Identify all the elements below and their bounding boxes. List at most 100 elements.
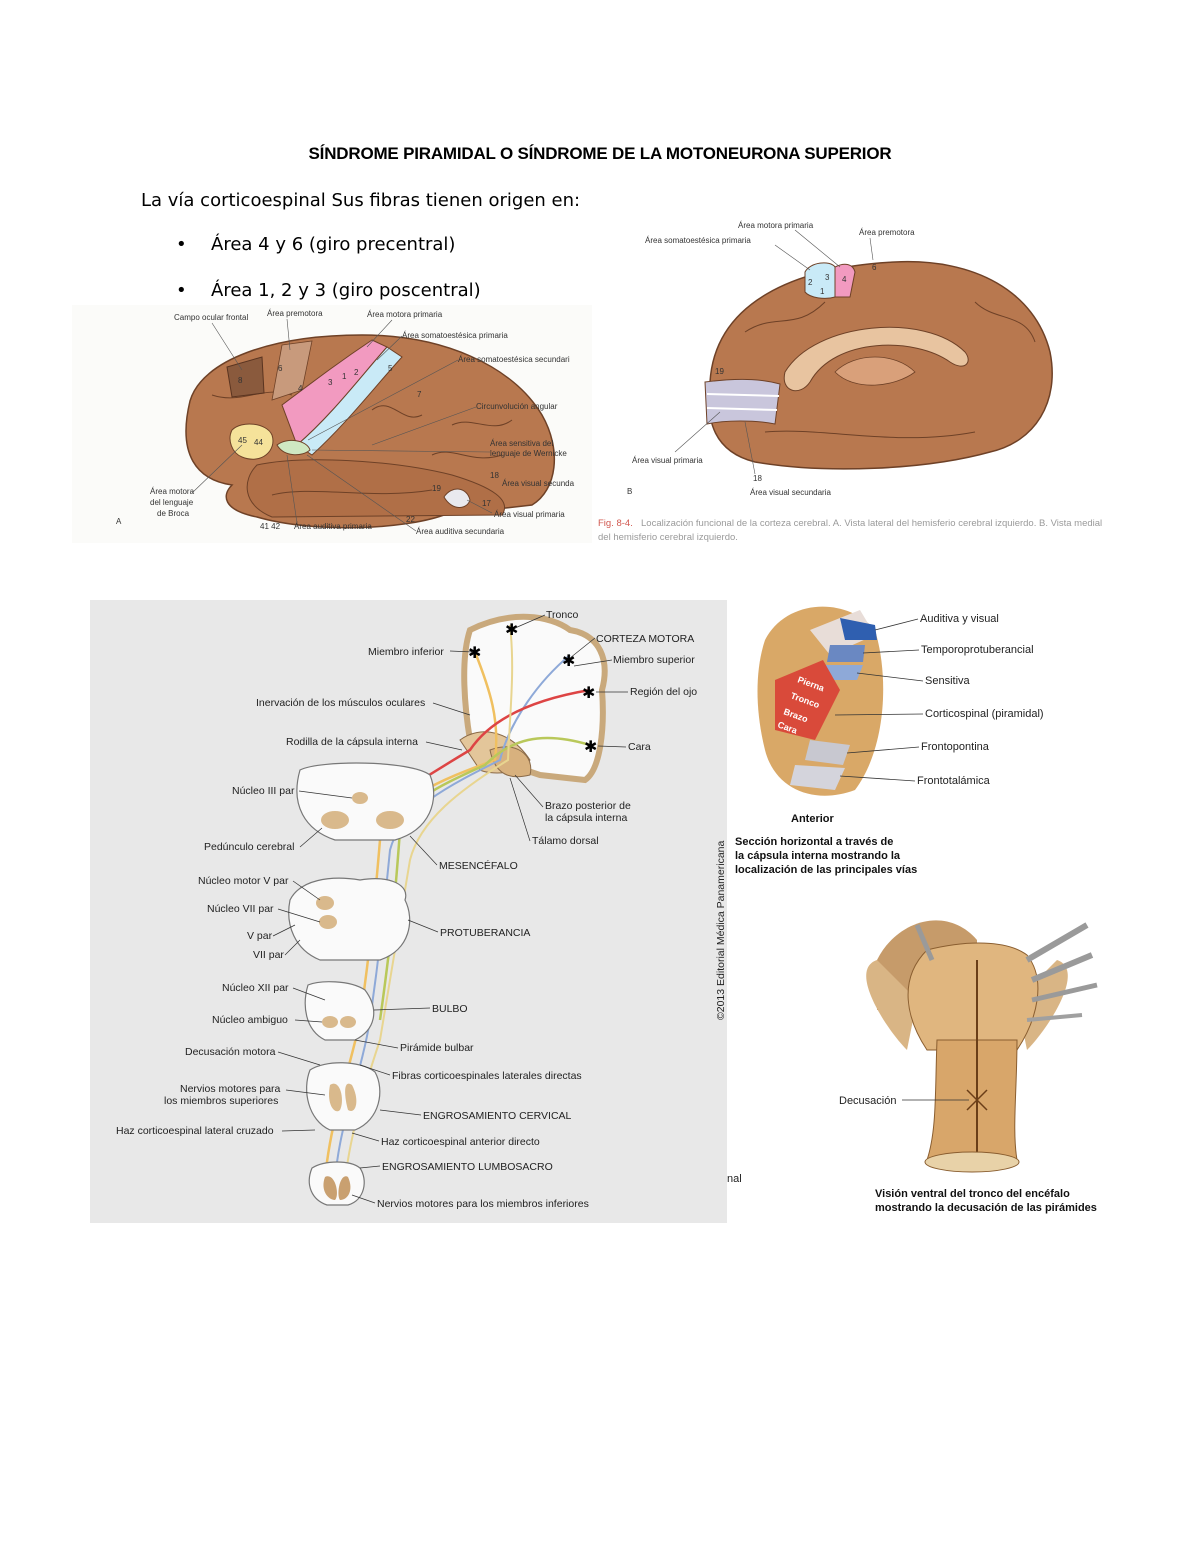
label-frontotalamica: Frontotalámica	[917, 775, 991, 787]
cervical-cord-section	[306, 1062, 381, 1131]
visual-area-medial	[704, 378, 781, 425]
label-somato2: Área somatoestésica secundari	[458, 355, 570, 364]
label-haz-anterior: Haz corticoespinal anterior directo	[381, 1136, 540, 1148]
label-region-ojo: Región del ojo	[630, 686, 697, 698]
brainstem-figure: Decusación nal Visión ventral del tronco…	[727, 900, 1127, 1220]
label-ocular: Inervación de los músculos oculares	[256, 697, 425, 709]
bullet-item: •Área 4 y 6 (giro precentral)	[176, 234, 455, 255]
corpus-callosum	[783, 326, 969, 392]
label-motor: Área motora primaria	[367, 310, 443, 319]
area-number: 7	[417, 390, 422, 399]
neuron-star-icon: ✱	[584, 739, 597, 756]
caption-line: mostrando la decusación de las pirámides	[875, 1202, 1097, 1214]
medial-brain-figure: 2 3 1 4 6 19 Área motora primaria Área p…	[595, 212, 1195, 547]
label-broca: de Broca	[157, 509, 190, 518]
label-auditory-sec: Área auditiva secundaria	[416, 527, 505, 536]
label-anterior: Anterior	[791, 813, 835, 825]
label-somato-medial: Área somatoestésica primaria	[645, 236, 751, 245]
caption-line: la cápsula interna mostrando la	[735, 850, 901, 862]
area-number: 19	[715, 367, 724, 376]
label-visual-prim-medial: Área visual primaria	[632, 456, 703, 465]
label-visual-sec-medial: Área visual secundaria	[750, 488, 831, 497]
label-nervios-sup: los miembros superiores	[164, 1095, 278, 1107]
bullet-dot-icon: •	[176, 280, 187, 301]
label-bulbo: BULBO	[432, 1003, 468, 1015]
pathway-figure: ✱ ✱ ✱ ✱ ✱ Tronco CORTEZA MOTORA Miembro …	[90, 600, 727, 1223]
temporal-lobe-shape	[246, 459, 505, 518]
figure-letter-b: B	[627, 487, 632, 496]
label-angular: Circunvolución angular	[476, 402, 558, 411]
area-number: 1	[342, 372, 347, 381]
label-auditiva: Auditiva y visual	[920, 613, 999, 625]
label-premotor: Área premotora	[267, 309, 323, 318]
broca-area	[229, 423, 274, 460]
auditory-visual-band	[840, 618, 877, 640]
label-talamo: Tálamo dorsal	[532, 835, 599, 847]
lumbosacral-cord-section	[308, 1161, 365, 1206]
motor-medial	[834, 263, 856, 298]
area-number: 2	[808, 278, 813, 287]
visual-area-lateral	[443, 488, 471, 508]
label-motor5: Núcleo motor V par	[198, 875, 289, 887]
label-somato1: Área somatoestésica primaria	[402, 331, 508, 340]
bullet-text: Área 4 y 6 (giro precentral)	[211, 234, 456, 255]
area-number: 2	[354, 368, 359, 377]
neuron-star-icon: ✱	[505, 622, 518, 639]
label-nucleo7: Núcleo VII par	[207, 903, 274, 915]
label-visual-prim: Área visual primaria	[494, 510, 565, 519]
label-protuberancia: PROTUBERANCIA	[440, 927, 530, 939]
label-broca: del lenguaje	[150, 498, 194, 507]
neuron-star-icon: ✱	[468, 645, 481, 662]
label-frontopontina: Frontopontina	[921, 741, 990, 753]
label-brazo-post: Brazo posterior de	[545, 800, 631, 812]
label-ambiguo: Núcleo ambiguo	[212, 1014, 288, 1026]
label-haz-lateral: Haz corticoespinal lateral cruzado	[116, 1125, 274, 1137]
label-v-par: V par	[247, 930, 273, 942]
label-fibras: Fibras corticoespinales laterales direct…	[392, 1070, 582, 1082]
label-wernicke: lenguaje de Wernicke	[490, 449, 567, 458]
bullet-item: •Área 1, 2 y 3 (giro poscentral)	[176, 280, 481, 301]
figure-letter-a: A	[116, 517, 122, 526]
label-miembro-sup: Miembro superior	[613, 654, 695, 666]
label-nucleo12: Núcleo XII par	[222, 982, 289, 994]
label-piramide: Pirámide bulbar	[400, 1042, 474, 1054]
label-corteza: CORTEZA MOTORA	[596, 633, 694, 645]
label-rodilla: Rodilla de la cápsula interna	[286, 736, 418, 748]
label-visual-prim-num: 17	[482, 499, 491, 508]
label-cervical: ENGROSAMIENTO CERVICAL	[423, 1110, 572, 1122]
label-visual-sec-num: 18	[490, 471, 499, 480]
label-broca: Área motora	[150, 487, 195, 496]
capsule-figure: Pierna Tronco Brazo Cara Auditiva y visu…	[735, 600, 1085, 890]
caption-line: localización de las principales vías	[735, 864, 917, 876]
area-number: 4	[842, 275, 847, 284]
neuron-star-icon: ✱	[582, 685, 595, 702]
copyright-text: ©2013 Editorial Médica Panamericana	[715, 841, 727, 1020]
label-tronco: Tronco	[546, 609, 578, 621]
label-cara: Cara	[628, 741, 651, 753]
lateral-brain-figure: 8 6 4 3 1 2 5 7 45 44 19 Campo ocular fr…	[72, 305, 592, 543]
area-number: 8	[238, 376, 243, 385]
area-number: 44	[254, 438, 263, 447]
caption-line: Localización funcional de la corteza cer…	[641, 518, 1102, 529]
label-nervios-sup: Nervios motores para	[180, 1083, 281, 1095]
label-nucleo3: Núcleo III par	[232, 785, 295, 797]
area-number: 45	[238, 436, 247, 445]
label-lumbosacro: ENGROSAMIENTO LUMBOSACRO	[382, 1161, 553, 1173]
label-pedunculo: Pedúnculo cerebral	[204, 841, 294, 853]
intro-text: La vía corticoespinal Sus fibras tienen …	[141, 190, 581, 211]
caption-line: del hemisferio cerebral izquierdo.	[598, 532, 738, 543]
frontal-eye-area	[226, 356, 265, 398]
area-number: 3	[825, 273, 830, 282]
medulla-section	[304, 981, 375, 1041]
pons-ventral	[907, 942, 1039, 1051]
label-visual-sec: Área visual secunda	[502, 479, 575, 488]
label-auditory-sec-num: 22	[406, 515, 415, 524]
caption-line: Sección horizontal a través de	[735, 836, 893, 848]
label-miembro-inf: Miembro inferior	[368, 646, 444, 658]
stray-text: nal	[727, 1173, 742, 1185]
auditory-area	[276, 439, 311, 456]
label-mesencefalo: MESENCÉFALO	[439, 859, 518, 872]
caption-prefix: Fig. 8-4.	[598, 518, 633, 529]
area-number: 6	[278, 364, 283, 373]
label-decusacion: Decusación motora	[185, 1046, 276, 1058]
